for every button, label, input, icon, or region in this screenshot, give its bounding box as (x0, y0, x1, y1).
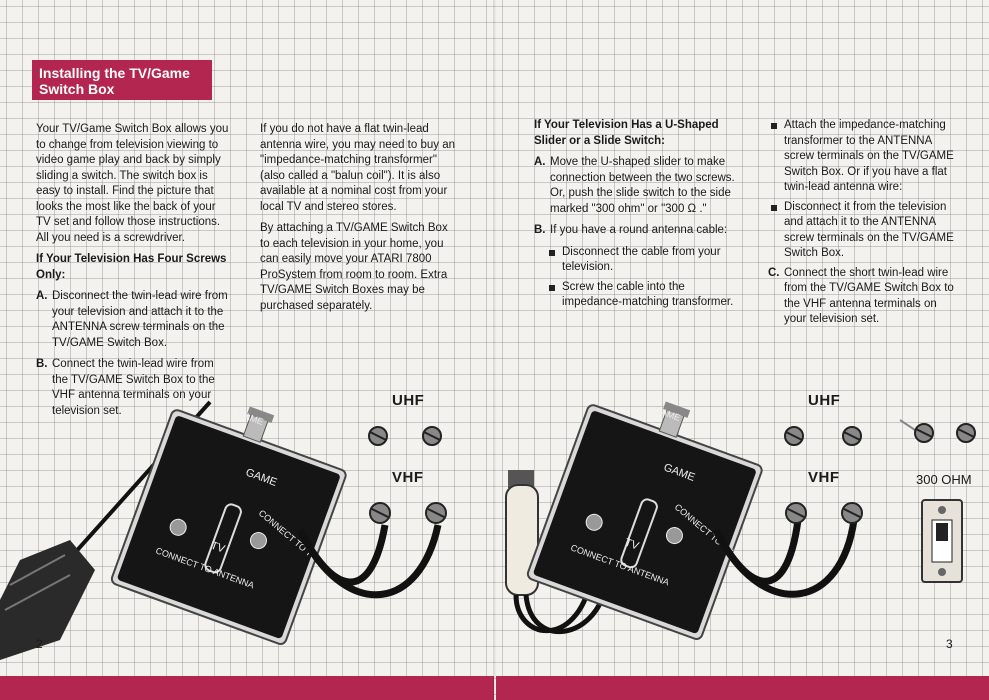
step-b: B. Connect the twin-lead wire from the T… (36, 357, 231, 419)
list-item: Attach the impedance-matching transforme… (768, 118, 958, 196)
vhf-screw-icon (369, 502, 447, 524)
four-screws-heading: If Your Television Has Four Screws Only: (36, 253, 227, 281)
intro-paragraph: Your TV/Game Switch Box allows you to ch… (36, 123, 229, 244)
box-tv-label: TV (209, 540, 227, 556)
bullet-square-icon (771, 123, 777, 129)
step-b-right: B. If you have a round antenna cable: (534, 223, 744, 239)
step-c-right-text: Connect the short twin-lead wire from th… (784, 266, 954, 326)
uhf-screw-icon-right (784, 426, 862, 446)
list-item: Screw the cable into the impedance-match… (546, 280, 744, 311)
list-item: Disconnect the cable from your televisio… (546, 245, 744, 276)
slide-switch-icon (921, 499, 963, 583)
vhf-screw-icon-right (785, 502, 863, 524)
bullet-text: Attach the impedance-matching transforme… (784, 119, 954, 193)
list-item: Disconnect it from the television and at… (768, 200, 958, 262)
bullet-square-icon (549, 284, 555, 291)
step-c-right: C. Connect the short twin-lead wire from… (768, 266, 958, 328)
right-column-1: If Your Television Has a U-Shaped Slider… (534, 118, 744, 315)
balun-paragraph: If you do not have a flat twin-lead ante… (260, 123, 455, 213)
bullet-square-icon (549, 249, 555, 256)
left-page: Installing the TV/Game Switch Box Your T… (0, 0, 494, 700)
multiple-tv-paragraph: By attaching a TV/GAME Switch Box to eac… (260, 222, 448, 312)
step-c-right-label: C. (768, 266, 780, 279)
page-number-left: 2 (36, 637, 43, 651)
switch-box-illustration-right (526, 401, 763, 640)
ohm-screw-icon (899, 419, 976, 443)
ohm-label: 300 OHM (916, 472, 972, 487)
page-number-right: 3 (946, 637, 953, 651)
step-a: A. Disconnect the twin-lead wire from yo… (36, 289, 231, 351)
right-page: If Your Television Has a U-Shaped Slider… (496, 0, 989, 700)
step-a-text: Disconnect the twin-lead wire from your … (52, 290, 228, 349)
step-b-text: Connect the twin-lead wire from the TV/G… (52, 358, 215, 417)
step-a-right: A. Move the U-shaped slider to make conn… (534, 155, 744, 217)
bullet-text: Disconnect it from the television and at… (784, 200, 954, 260)
bullet-text: Disconnect the cable from your televisio… (562, 245, 721, 274)
uhf-label-right: UHF (808, 392, 841, 409)
step-b-right-text: If you have a round antenna cable: (550, 224, 728, 236)
left-column-1: Your TV/Game Switch Box allows you to ch… (36, 122, 231, 425)
step-b-label: B. (36, 358, 48, 370)
round-cable-bullets: Disconnect the cable from your televisio… (534, 245, 744, 311)
switch-box-illustration (110, 406, 347, 645)
slider-heading: If Your Television Has a U-Shaped Slider… (534, 119, 719, 147)
vhf-label: VHF (392, 469, 424, 486)
step-a-label: A. (36, 290, 48, 302)
left-column-2: If you do not have a flat twin-lead ante… (260, 122, 460, 320)
footer-bar-right (496, 676, 989, 700)
step-a-right-label: A. (534, 156, 546, 168)
right-illustration: GAME GAME TV CONNECT TO TV VHF CONNECT T… (505, 401, 976, 640)
page-gutter (493, 0, 496, 700)
step-b-right-label: B. (534, 224, 546, 236)
box-tv-label-right: TV (623, 537, 641, 553)
section-title: Installing the TV/Game Switch Box (32, 60, 212, 100)
bullet-text: Screw the cable into the impedance-match… (562, 280, 734, 309)
step-a-right-text: Move the U-shaped slider to make connect… (550, 156, 735, 215)
uhf-label: UHF (392, 392, 425, 409)
right-column-2: Attach the impedance-matching transforme… (768, 118, 958, 334)
uhf-screw-icon (368, 426, 442, 446)
footer-bar-left (0, 676, 494, 700)
left-illustration: GAME GAME TV CONNECT TO TV VHF CONNECT T… (0, 400, 447, 660)
vhf-label-right: VHF (808, 469, 840, 486)
bullet-square-icon (771, 204, 777, 211)
